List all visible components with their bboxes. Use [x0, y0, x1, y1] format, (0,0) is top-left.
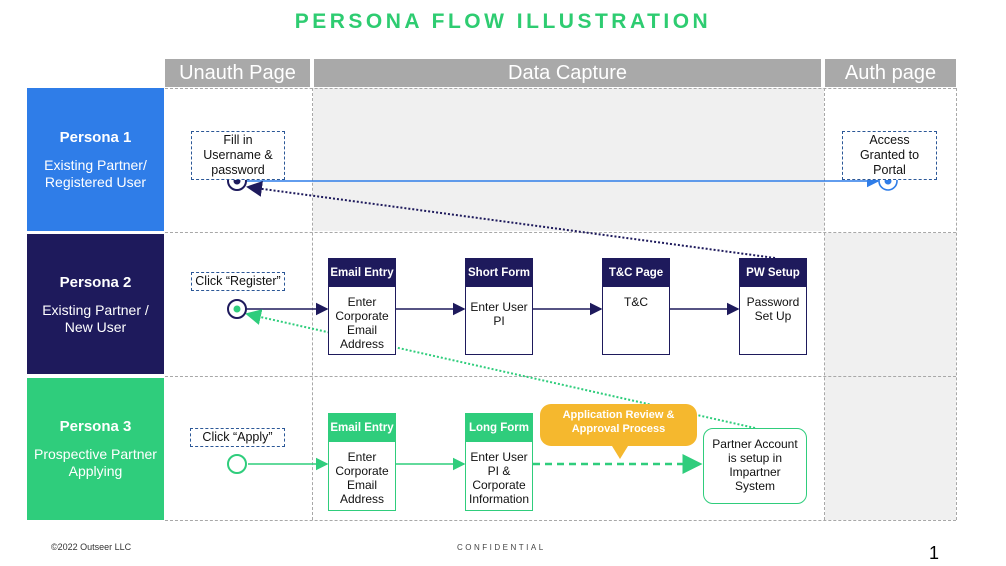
email-entry-step: Email Entry Enter Corporate Email Addres…	[328, 258, 396, 355]
pw-setup-step: PW Setup Password Set Up	[739, 258, 807, 355]
step-title: Email Entry	[329, 414, 395, 442]
email-entry-step: Email Entry Enter Corporate Email Addres…	[328, 413, 396, 511]
step-title: Email Entry	[329, 259, 395, 287]
persona-2-panel: Persona 2 Existing Partner / New User	[27, 234, 164, 374]
copyright-text: ©2022 Outseer LLC	[51, 542, 132, 552]
persona-2-description: Existing Partner / New User	[42, 302, 149, 335]
grid-divider	[165, 520, 956, 521]
persona-2-name: Persona 2	[59, 274, 132, 291]
short-form-step: Short Form Enter User PI	[465, 258, 533, 355]
grid-divider	[824, 88, 825, 520]
step-title: Long Form	[466, 414, 532, 442]
partner-account-box: Partner Account is setup in Impartner Sy…	[703, 428, 807, 504]
callout-tail	[612, 446, 628, 459]
step-description: Enter Corporate Email Address	[335, 450, 389, 506]
fill-in-credentials-label: Fill in Username & password	[191, 131, 285, 180]
grid-divider	[165, 88, 956, 89]
access-granted-label: Access Granted to Portal	[842, 131, 937, 180]
step-title: T&C Page	[603, 259, 669, 287]
step-title: PW Setup	[740, 259, 806, 287]
step-title: Short Form	[466, 259, 532, 287]
persona-1-name: Persona 1	[59, 129, 132, 146]
click-apply-label: Click “Apply”	[190, 428, 285, 447]
step-description: Enter User PI & Corporate Information	[469, 450, 530, 506]
column-header-data-capture: Data Capture	[314, 59, 821, 87]
column-header-unauth: Unauth Page	[165, 59, 310, 87]
persona-1-description: Existing Partner/ Registered User	[44, 157, 147, 190]
click-register-label: Click “Register”	[191, 272, 285, 291]
grid-divider	[312, 88, 313, 520]
long-form-step: Long Form Enter User PI & Corporate Info…	[465, 413, 533, 511]
confidential-label: CONFIDENTIAL	[457, 543, 546, 552]
application-review-callout: Application Review & Approval Process	[540, 404, 697, 446]
grid-divider	[956, 88, 957, 520]
grid-divider	[165, 232, 956, 233]
step-description: Enter User PI	[470, 300, 528, 328]
page-title: PERSONA FLOW ILLUSTRATION	[294, 10, 712, 33]
grid-divider	[165, 376, 956, 377]
step-description: Password Set Up	[746, 295, 800, 323]
persona-3-panel: Persona 3 Prospective Partner Applying	[27, 378, 164, 520]
persona-3-name: Persona 3	[59, 418, 132, 435]
tc-page-step: T&C Page T&C	[602, 258, 670, 355]
persona-3-start-circle	[227, 454, 247, 474]
persona-1-panel: Persona 1 Existing Partner/ Registered U…	[27, 88, 164, 231]
step-description: Enter Corporate Email Address	[335, 295, 389, 351]
persona-3-description: Prospective Partner Applying	[34, 446, 157, 479]
step-description: T&C	[624, 295, 648, 309]
column-header-auth: Auth page	[825, 59, 956, 87]
page-number: 1	[929, 543, 940, 563]
pw-setup-return-arrow	[246, 180, 776, 259]
